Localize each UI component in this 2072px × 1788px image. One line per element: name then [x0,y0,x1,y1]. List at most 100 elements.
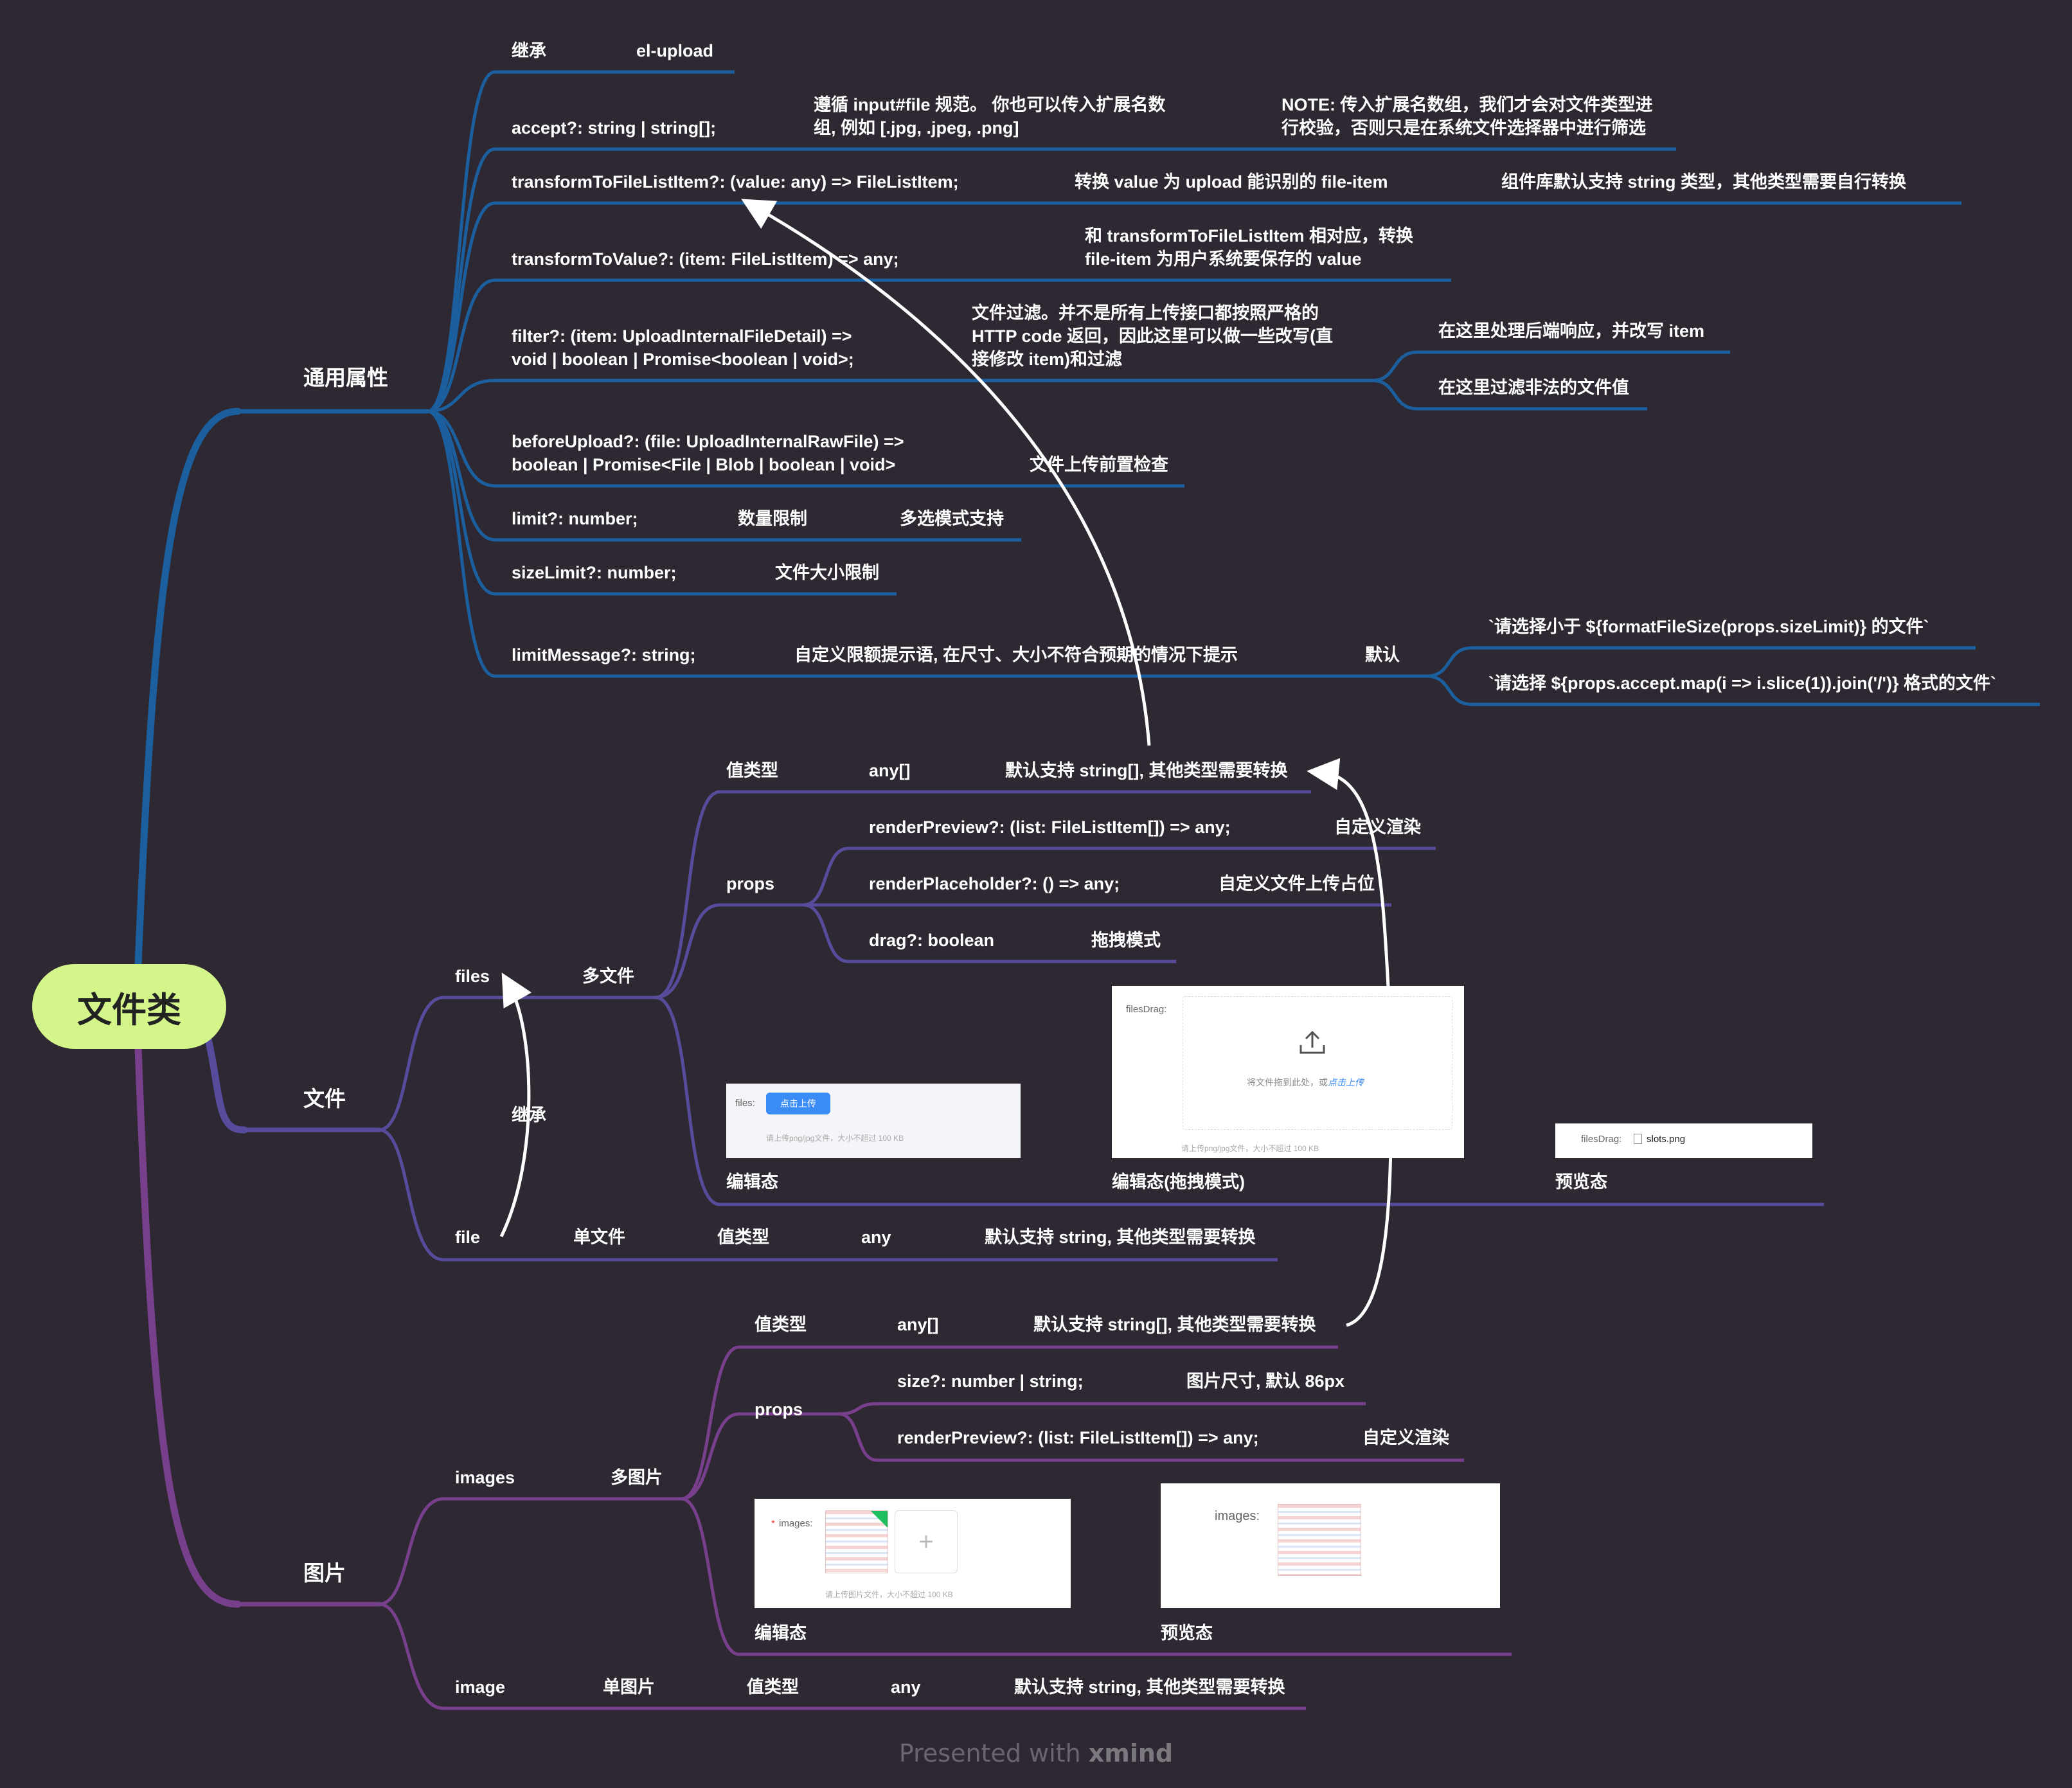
root-node[interactable]: 文件类 [32,964,226,1049]
node-files[interactable]: files [455,967,490,986]
image-value-any: any [891,1677,921,1697]
files-drag-screenshot: filesDrag: 将文件拖到此处，或点击上传 请上传png/jpg文件，大小… [1112,986,1464,1158]
images-preview-screenshot: images: [1161,1483,1500,1608]
files-render-preview[interactable]: renderPreview?: (list: FileListItem[]) =… [869,818,1231,837]
arrow-inherit [499,972,532,1238]
link-common [134,407,242,968]
required-mark: * [771,1518,775,1529]
files-drag[interactable]: drag?: boolean [869,931,994,950]
images-value-type[interactable]: 值类型 [755,1315,807,1334]
inherit-value[interactable]: el-upload [636,41,713,60]
accept-desc-1: 遵循 input#file 规范。 你也可以传入扩展名数 [814,95,1166,114]
branch-image[interactable]: 图片 [303,1561,346,1585]
files-props[interactable]: props [726,874,775,893]
branch-common[interactable]: 通用属性 [303,366,388,389]
accept-note-2: 行校验，否则只是在系统文件选择器中进行筛选 [1282,118,1646,138]
images-edit-screenshot: * images: + 请上传图片文件，大小不超过 100 KB [755,1499,1071,1608]
file-icon [1634,1134,1642,1144]
images-size[interactable]: size?: number | string; [897,1372,1084,1391]
filter-usage-2: 在这里过滤非法的文件值 [1438,378,1629,397]
node-file-desc: 单文件 [573,1228,625,1247]
filter-usage-1: 在这里处理后端响应，并改写 item [1438,321,1705,341]
prop-limit[interactable]: limit?: number; [512,509,638,528]
files-value-desc: 默认支持 string[], 其他类型需要转换 [1005,761,1288,780]
link-file [202,1024,248,1134]
files-render-preview-desc: 自定义渲染 [1334,818,1421,837]
add-image-button[interactable]: + [895,1510,958,1573]
node-file[interactable]: file [455,1228,481,1247]
preview-file-name[interactable]: slots.png [1647,1134,1686,1145]
files-preview-label: filesDrag: [1581,1134,1622,1145]
file-value-any: any [861,1228,891,1247]
limit-message-desc: 自定义限额提示语, 在尺寸、大小不符合预期的情况下提示 [794,645,1238,665]
prop-accept[interactable]: accept?: string | string[]; [512,118,717,138]
prop-limit-message[interactable]: limitMessage?: string; [512,645,696,665]
images-state-edit: 编辑态 [755,1623,807,1643]
files-drag-label: filesDrag: [1126,1004,1167,1015]
prop-before-upload-2[interactable]: boolean | Promise<File | Blob | boolean … [512,455,896,474]
files-edit-label: files: [735,1098,755,1109]
images-edit-hint: 请上传图片文件，大小不超过 100 KB [825,1590,953,1599]
transform-value-desc-1: 和 transformToFileListItem 相对应，转换 [1085,226,1414,246]
default-size-message: `请选择小于 ${formatFileSize(props.sizeLimit)… [1488,617,1929,636]
footer-watermark: Presented with xmind [898,1739,1174,1767]
node-files-desc: 多文件 [582,967,634,986]
size-limit-desc: 文件大小限制 [775,563,879,582]
files-preview-screenshot: filesDrag: slots.png [1555,1123,1812,1158]
files-edit-screenshot: files: 点击上传 请上传png/jpg文件，大小不超过 100 KB [726,1084,1021,1158]
prop-filter-2[interactable]: void | boolean | Promise<boolean | void>… [512,350,854,369]
prop-transform-to-file-list-item[interactable]: transformToFileListItem?: (value: any) =… [512,172,959,192]
inherit-relation-label: 继承 [512,1105,546,1125]
filter-desc-2: HTTP code 返回，因此这里可以做一些改写(直 [972,326,1334,346]
images-edit-label: images: [779,1518,813,1529]
before-upload-desc: 文件上传前置检查 [1030,455,1168,474]
node-image[interactable]: image [455,1677,506,1697]
images-render-preview[interactable]: renderPreview?: (list: FileListItem[]) =… [897,1428,1259,1447]
files-edit-hint: 请上传png/jpg文件，大小不超过 100 KB [766,1134,904,1143]
files-render-placeholder-desc: 自定义文件上传占位 [1219,874,1375,893]
files-value-type[interactable]: 值类型 [726,761,778,780]
uploaded-image-thumbnail[interactable] [825,1510,888,1573]
files-state-edit: 编辑态 [726,1172,778,1192]
drop-zone[interactable] [1183,996,1452,1130]
accept-note-1: NOTE: 传入扩展名数组，我们才会对文件类型进 [1282,95,1653,114]
files-value-any: any[] [869,761,911,780]
file-value-desc: 默认支持 string, 其他类型需要转换 [985,1228,1256,1247]
prop-size-limit[interactable]: sizeLimit?: number; [512,563,677,582]
link-image [134,1045,242,1608]
images-preview-label: images: [1215,1509,1260,1523]
transform-desc: 转换 value 为 upload 能识别的 file-item [1075,172,1388,192]
arrow-files-to-transform [741,199,1151,746]
node-images[interactable]: images [455,1468,515,1487]
click-upload-link[interactable]: 点击上传 [1328,1077,1364,1087]
images-state-preview: 预览态 [1161,1623,1213,1643]
limit-message-default: 默认 [1365,645,1400,665]
limit-note: 多选模式支持 [900,509,1004,528]
preview-image-thumbnail[interactable] [1278,1504,1361,1576]
accept-desc-2: 组, 例如 [.jpg, .jpeg, .png] [814,118,1019,138]
image-value-type[interactable]: 值类型 [747,1677,799,1697]
drop-text: 将文件拖到此处，或点击上传 [1247,1077,1364,1087]
limit-desc: 数量限制 [738,509,807,528]
filter-desc-3: 接修改 item)和过滤 [972,350,1123,369]
image-value-desc: 默认支持 string, 其他类型需要转换 [1014,1677,1285,1697]
success-badge [871,1511,888,1528]
files-drag-desc: 拖拽模式 [1091,931,1161,950]
file-value-type[interactable]: 值类型 [717,1228,769,1247]
images-props[interactable]: props [755,1400,803,1419]
files-drag-hint: 请上传png/jpg文件，大小不超过 100 KB [1181,1144,1319,1153]
prop-filter-1[interactable]: filter?: (item: UploadInternalFileDetail… [512,326,852,346]
images-value-any: any[] [897,1315,939,1334]
prop-before-upload-1[interactable]: beforeUpload?: (file: UploadInternalRawF… [512,432,904,451]
prop-transform-to-value[interactable]: transformToValue?: (item: FileListItem) … [512,249,899,269]
branch-file[interactable]: 文件 [303,1087,346,1111]
images-render-preview-desc: 自定义渲染 [1362,1428,1449,1447]
inherit-label[interactable]: 继承 [512,41,546,60]
files-render-placeholder[interactable]: renderPlaceholder?: () => any; [869,874,1120,893]
node-images-desc: 多图片 [611,1468,663,1487]
upload-button[interactable]: 点击上传 [766,1093,830,1114]
files-state-preview: 预览态 [1555,1172,1607,1192]
node-image-desc: 单图片 [603,1677,655,1697]
images-value-desc: 默认支持 string[], 其他类型需要转换 [1033,1315,1316,1334]
